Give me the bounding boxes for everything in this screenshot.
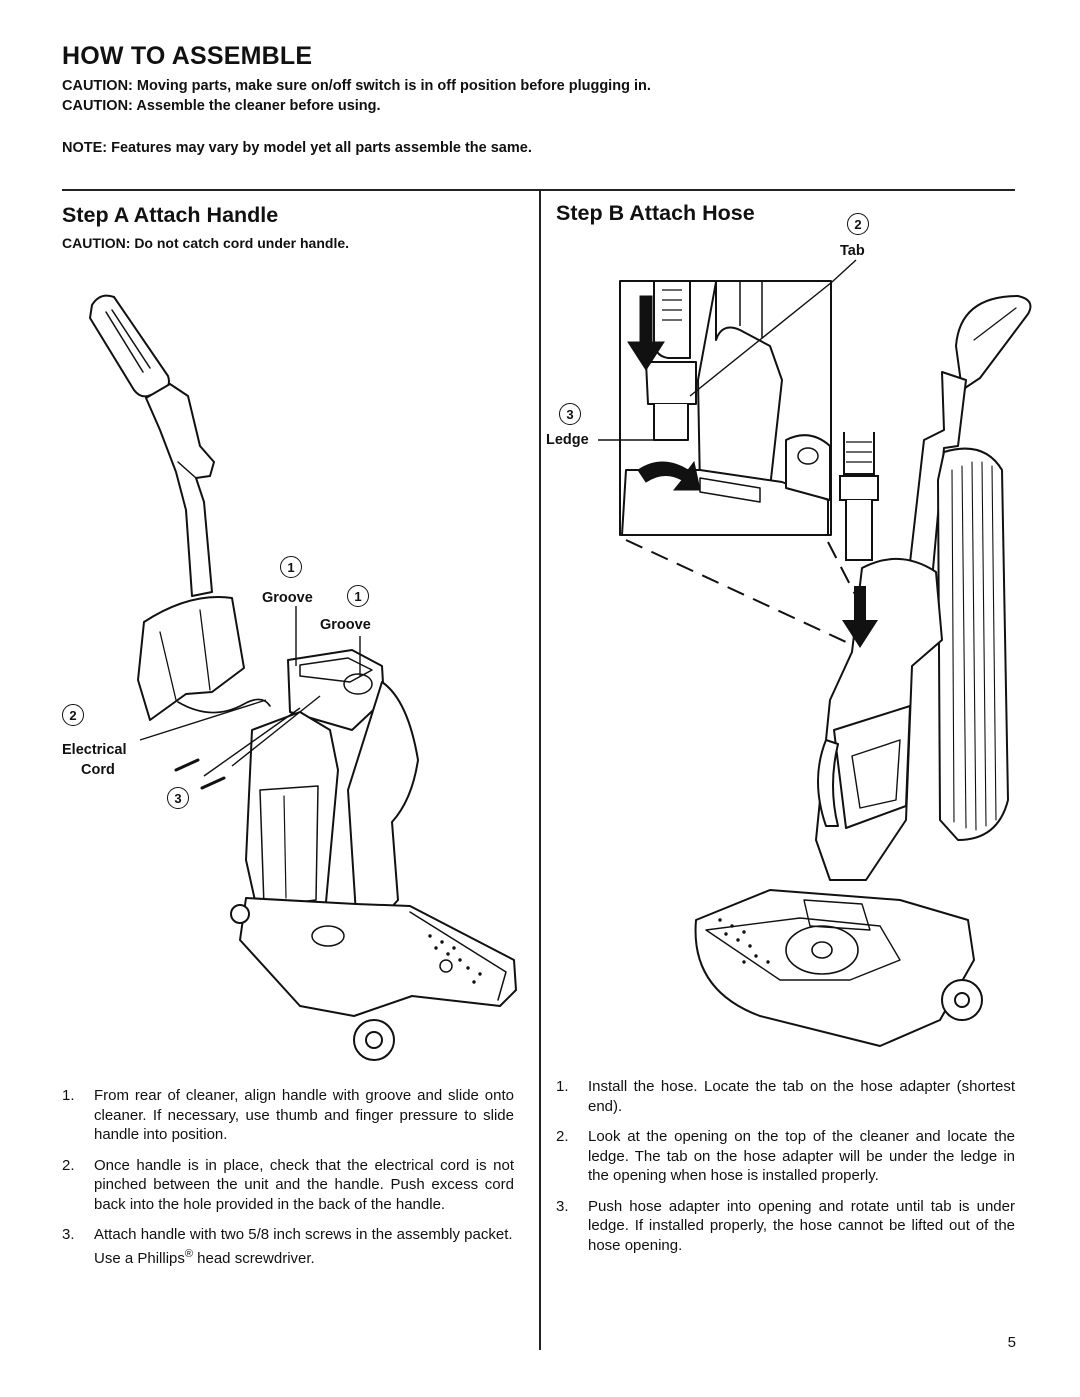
step-a-title: Step A Attach Handle xyxy=(62,203,279,227)
list-item: 1.Install the hose. Locate the tab on th… xyxy=(556,1078,1015,1115)
callout-2-circle: 2 xyxy=(62,704,84,726)
step-a-illustration xyxy=(89,294,517,1061)
callout-ledge: Ledge xyxy=(546,432,589,448)
column-divider xyxy=(539,190,541,1350)
caution-moving-parts: CAUTION: Moving parts, make sure on/off … xyxy=(62,78,651,94)
callout-groove-1: Groove xyxy=(262,590,313,606)
callout-groove-2: Groove xyxy=(320,617,371,633)
list-item: 2.Once handle is in place, check that th… xyxy=(62,1156,514,1213)
callout-1-right-circle: 1 xyxy=(347,585,369,607)
list-item: 2.Look at the opening on the top of the … xyxy=(556,1128,1015,1184)
callout-1-top-circle: 1 xyxy=(280,556,302,578)
callout-3-circle-b: 3 xyxy=(559,403,581,425)
callout-tab: Tab xyxy=(840,243,865,259)
step-b-illustration xyxy=(598,259,1032,1047)
caution-assemble: CAUTION: Assemble the cleaner before usi… xyxy=(62,98,381,114)
page-number: 5 xyxy=(1007,1334,1016,1351)
step-b-instructions: 1.Install the hose. Locate the tab on th… xyxy=(556,1077,1015,1266)
callout-2-circle-b: 2 xyxy=(847,213,869,235)
callout-3-circle: 3 xyxy=(167,787,189,809)
registered-mark: ® xyxy=(184,1247,193,1260)
step-a-caution: CAUTION: Do not catch cord under handle. xyxy=(62,235,350,251)
list-item: 3.Push hose adapter into opening and rot… xyxy=(556,1197,1015,1254)
step-a-instructions: 1.From rear of cleaner, align handle wit… xyxy=(62,1086,514,1279)
callout-cord: Cord xyxy=(81,762,115,778)
list-item: 3.Attach handle with two 5/8 inch screws… xyxy=(62,1226,513,1267)
header-divider xyxy=(62,189,1015,191)
step-b-title: Step B Attach Hose xyxy=(556,201,755,225)
callout-electrical: Electrical xyxy=(62,742,127,758)
note-features: NOTE: Features may vary by model yet all… xyxy=(62,140,532,156)
page-title: HOW TO ASSEMBLE xyxy=(62,42,313,70)
list-item: 1.From rear of cleaner, align handle wit… xyxy=(62,1087,514,1143)
